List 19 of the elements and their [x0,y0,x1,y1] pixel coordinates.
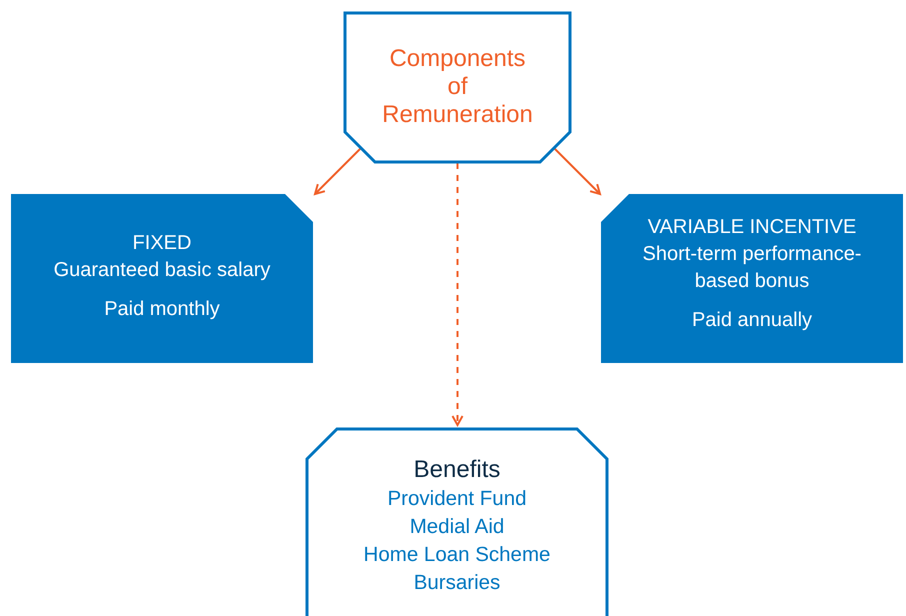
outlined-box [345,13,570,162]
body-text: Guaranteed basic salary [54,258,270,283]
category-box [601,194,903,363]
heading-text: VARIABLE INCENTIVE [648,215,856,240]
arrow [452,163,464,426]
list-item: Medial Aid [410,514,504,540]
heading-text: FIXED [132,231,192,256]
list-item: Bursaries [414,570,500,596]
heading-text: Benefits [414,455,500,485]
body-text: Paid monthly [104,297,220,322]
category-box [11,194,313,363]
outlined-box [307,429,607,616]
title-text: Components of Remuneration [382,45,533,130]
body-text: Short-term performance-based bonus [642,242,862,294]
body-text: Paid annually [692,308,812,333]
arrow [553,147,601,195]
arrow [314,147,362,195]
list-item: Home Loan Scheme [364,542,550,568]
list-item: Provident Fund [387,486,527,512]
